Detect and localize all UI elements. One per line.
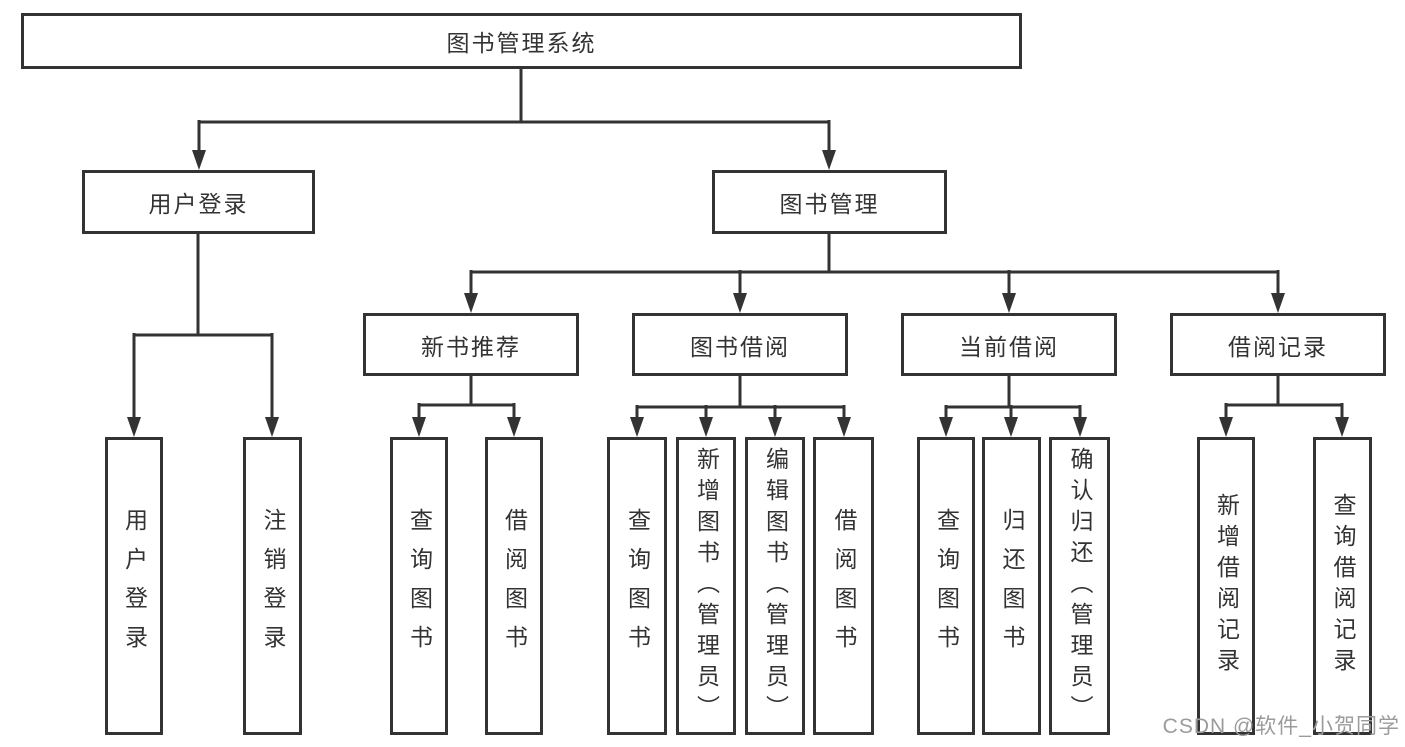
arrowhead-icon <box>265 417 279 437</box>
node-label: 借阅图书 <box>501 508 528 664</box>
node-leaf-query-books-1: 查询图书 <box>390 437 448 735</box>
node-book-borrow: 图书借阅 <box>632 313 848 376</box>
node-leaf-edit-books-admin: 编辑图书（管理员） <box>745 437 805 735</box>
node-leaf-borrow-books-1: 借阅图书 <box>485 437 543 735</box>
node-new-book-recommend: 新书推荐 <box>363 313 579 376</box>
arrowhead-icon <box>1073 417 1087 437</box>
node-label: 用户登录 <box>121 508 148 664</box>
node-borrow-records: 借阅记录 <box>1170 313 1386 376</box>
node-current-borrow: 当前借阅 <box>901 313 1117 376</box>
csdn-watermark: CSDN @软件_小贺同学 <box>1162 715 1400 738</box>
node-label: 编辑图书（管理员） <box>762 446 789 726</box>
arrowhead-icon <box>822 150 836 170</box>
arrowhead-icon <box>127 417 141 437</box>
node-leaf-user-login: 用户登录 <box>105 437 163 735</box>
arrowhead-icon <box>733 293 747 313</box>
connector-login-to-children <box>132 233 274 419</box>
arrowhead-icon <box>699 417 713 437</box>
node-label: 新增借阅记录 <box>1213 493 1240 679</box>
connector-bookmgmt-to-level3 <box>469 234 1280 295</box>
node-label: 用户登录 <box>148 191 249 217</box>
node-label: 归还图书 <box>999 508 1025 664</box>
node-label: 借阅图书 <box>831 508 857 664</box>
node-label: 新书推荐 <box>421 333 521 360</box>
arrowhead-icon <box>192 150 206 170</box>
node-label: 图书借阅 <box>690 333 790 360</box>
node-label: 图书管理系统 <box>446 30 597 56</box>
node-leaf-borrow-books-2: 借阅图书 <box>813 437 874 735</box>
node-label: 当前借阅 <box>959 333 1059 360</box>
arrowhead-icon <box>507 417 521 437</box>
arrowhead-icon <box>1219 417 1233 437</box>
node-leaf-logout: 注销登录 <box>243 437 302 735</box>
node-leaf-query-books-2: 查询图书 <box>607 437 667 735</box>
node-root-system: 图书管理系统 <box>21 13 1022 69</box>
node-label: 新增图书（管理员） <box>693 446 720 726</box>
node-leaf-query-books-3: 查询图书 <box>917 437 975 735</box>
connector-newbooks-to-children <box>417 376 516 419</box>
node-book-management: 图书管理 <box>712 170 947 234</box>
arrowhead-icons <box>127 150 1349 437</box>
arrowhead-icon <box>464 293 478 313</box>
node-label: 确认归还（管理员） <box>1067 446 1093 726</box>
node-label: 查询图书 <box>406 508 433 664</box>
arrowhead-icon <box>837 417 851 437</box>
node-leaf-query-borrow-record: 查询借阅记录 <box>1313 437 1372 735</box>
arrowhead-icon <box>412 417 426 437</box>
node-label: 查询图书 <box>933 508 960 664</box>
node-label: 借阅记录 <box>1228 333 1328 360</box>
node-leaf-confirm-return-admin: 确认归还（管理员） <box>1049 437 1110 735</box>
connector-current-to-children <box>944 376 1082 419</box>
connector-borrow-to-children <box>635 376 846 419</box>
node-label: 查询图书 <box>624 508 651 664</box>
connector-root-to-level2 <box>197 69 831 152</box>
connector-records-to-children <box>1224 376 1344 419</box>
arrowhead-icon <box>1002 293 1016 313</box>
arrowhead-icon <box>1335 417 1349 437</box>
arrowhead-icon <box>630 417 644 437</box>
node-label: 查询借阅记录 <box>1330 493 1356 679</box>
node-leaf-return-books: 归还图书 <box>982 437 1041 735</box>
arrowhead-icon <box>768 417 782 437</box>
arrowhead-icon <box>939 417 953 437</box>
node-leaf-add-books-admin: 新增图书（管理员） <box>676 437 736 735</box>
node-label: 注销登录 <box>260 508 286 664</box>
arrowhead-icon <box>1271 293 1285 313</box>
node-user-login: 用户登录 <box>82 170 315 234</box>
arrowhead-icon <box>1004 417 1018 437</box>
node-label: 图书管理 <box>779 191 880 217</box>
node-leaf-add-borrow-record: 新增借阅记录 <box>1197 437 1255 735</box>
